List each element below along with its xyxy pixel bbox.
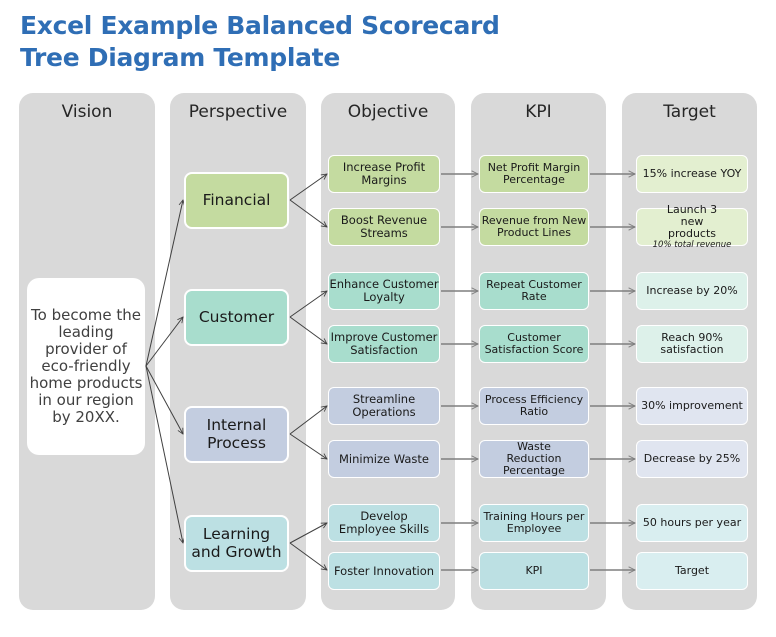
kpi-placeholder[interactable]: KPI: [479, 552, 589, 590]
vision-statement: To become the leading provider of eco-fr…: [27, 278, 145, 455]
perspective-customer[interactable]: Customer: [184, 289, 289, 346]
objective-improve-customer-satisfaction[interactable]: Improve Customer Satisfaction: [328, 325, 440, 363]
column-header-target: Target: [663, 102, 716, 122]
column-header-kpi: KPI: [525, 102, 552, 122]
column-header-perspective: Perspective: [188, 102, 288, 122]
objective-increase-profit-margins[interactable]: Increase Profit Margins: [328, 155, 440, 193]
kpi-net-profit-margin[interactable]: Net Profit Margin Percentage: [479, 155, 589, 193]
title-line-2: Tree Diagram Template: [20, 43, 340, 72]
kpi-revenue-new-product-lines[interactable]: Revenue from New Product Lines: [479, 208, 589, 246]
column-header-vision: Vision: [61, 102, 113, 122]
target-30-improvement[interactable]: 30% improvement: [636, 387, 748, 425]
target-50-hours[interactable]: 50 hours per year: [636, 504, 748, 542]
objective-enhance-customer-loyalty[interactable]: Enhance Customer Loyalty: [328, 272, 440, 310]
target-decrease-by-25[interactable]: Decrease by 25%: [636, 440, 748, 478]
target-reach-90[interactable]: Reach 90% satisfaction: [636, 325, 748, 363]
target-15-percent-yoy[interactable]: 15% increase YOY: [636, 155, 748, 193]
target-main-text: Launch 3 new products: [666, 202, 718, 241]
perspective-internal-process[interactable]: Internal Process: [184, 406, 289, 463]
kpi-training-hours[interactable]: Training Hours per Employee: [479, 504, 589, 542]
kpi-repeat-customer-rate[interactable]: Repeat Customer Rate: [479, 272, 589, 310]
kpi-waste-reduction-percentage[interactable]: Waste Reduction Percentage: [479, 440, 589, 478]
page-title: Excel Example Balanced Scorecard Tree Di…: [20, 10, 500, 74]
objective-foster-innovation[interactable]: Foster Innovation: [328, 552, 440, 590]
perspective-learning-growth[interactable]: Learning and Growth: [184, 515, 289, 572]
kpi-customer-satisfaction-score[interactable]: Customer Satisfaction Score: [479, 325, 589, 363]
target-increase-by-20[interactable]: Increase by 20%: [636, 272, 748, 310]
column-header-objective: Objective: [347, 102, 429, 122]
target-launch-3-products[interactable]: Launch 3 new products 10% total revenue: [636, 203, 748, 249]
target-note-text: 10% total revenue: [652, 239, 732, 250]
objective-streamline-operations[interactable]: Streamline Operations: [328, 387, 440, 425]
target-placeholder[interactable]: Target: [636, 552, 748, 590]
objective-boost-revenue-streams[interactable]: Boost Revenue Streams: [328, 208, 440, 246]
objective-develop-employee-skills[interactable]: Develop Employee Skills: [328, 504, 440, 542]
kpi-process-efficiency-ratio[interactable]: Process Efficiency Ratio: [479, 387, 589, 425]
title-line-1: Excel Example Balanced Scorecard: [20, 11, 500, 40]
objective-minimize-waste[interactable]: Minimize Waste: [328, 440, 440, 478]
perspective-financial[interactable]: Financial: [184, 172, 289, 229]
